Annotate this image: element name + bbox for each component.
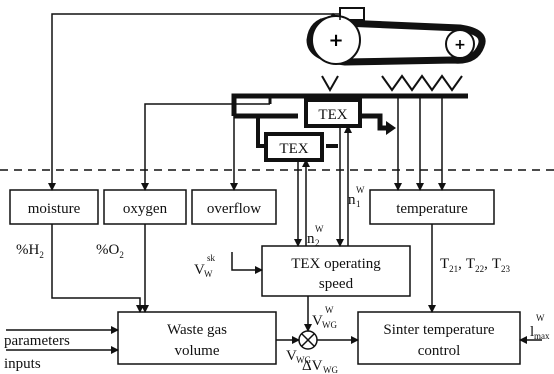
summing-junction (298, 330, 318, 350)
vw-sk-sub: W (204, 269, 213, 279)
vw-sk-sup: sk (207, 253, 216, 263)
return-wheel-plus-icon: + (454, 37, 466, 53)
moisture-label: moisture (28, 201, 81, 217)
h2-label: %H2 (16, 242, 44, 260)
n2-sub: 2 (315, 238, 320, 248)
tex-speed-label-line1: TEX operating (291, 256, 381, 272)
arrow-to-oxygen (141, 103, 270, 191)
tex-unit-bottom (264, 132, 324, 162)
return-wheel (445, 29, 475, 59)
temperature-label: temperature (396, 201, 468, 217)
windboxes-right (381, 74, 463, 92)
waste-gas-duct (231, 93, 468, 148)
waste-gas-label-line1: Waste gas (167, 322, 227, 338)
sinter-temp-label-line2: control (418, 343, 461, 359)
delta-vwg-label: ΔV (302, 358, 323, 374)
drive-wheel (311, 15, 361, 65)
vwg-label: V (286, 348, 297, 364)
arrow-h2-to-waste (51, 224, 144, 313)
duct-outlet-arrow (386, 121, 396, 135)
windbox-left (321, 75, 339, 93)
vwg-setpoint-sup: W (325, 305, 334, 315)
arrow-to-moisture (48, 13, 341, 191)
temperatures-label: T21,T22,T23 (440, 256, 511, 274)
signal-labels: %H2 %O2 V W sk n 2 W n 1 W T21,T22,T23 V… (4, 185, 550, 374)
vwg-setpoint-sub: WG (322, 320, 337, 330)
tex-speed-box (261, 245, 411, 297)
vwg-sub: WG (296, 355, 311, 365)
overflow-box (191, 189, 277, 225)
n2-label: n (307, 231, 315, 247)
tex-unit-bottom-label: TEX (279, 141, 308, 157)
tex-unit-top-label: TEX (318, 107, 347, 123)
duct-main (231, 93, 468, 116)
inputs-label: inputs (4, 356, 41, 372)
parameters-label: parameters (4, 333, 70, 349)
waste-gas-box (117, 311, 277, 365)
waste-gas-label-line2: volume (175, 343, 220, 359)
lmax-label: l (530, 324, 534, 340)
duct-branch-bottom (256, 116, 266, 148)
temperature-box (369, 189, 495, 225)
o2-label: %O2 (96, 242, 124, 260)
tex-unit-top (304, 98, 362, 128)
conveyor-belt (306, 16, 486, 66)
arrow-vwsk-to-speed (231, 252, 263, 274)
n1-label: n (348, 192, 356, 208)
vwg-setpoint-label: V (312, 313, 323, 329)
n1-sub: 1 (356, 199, 361, 209)
n1-sup: W (356, 185, 365, 195)
tex-speed-label-line2: speed (319, 276, 354, 292)
lmax-sub: max (534, 331, 550, 341)
signal-lines (6, 13, 542, 354)
overflow-label: overflow (207, 201, 261, 217)
delta-vwg-sub: WG (323, 365, 338, 374)
sinter-temp-label-line1: Sinter temperature (383, 322, 495, 338)
duct-from-tex-top (358, 113, 386, 131)
sinter-machine: + + (306, 7, 486, 93)
n2-sup: W (315, 224, 324, 234)
drive-wheel-plus-icon: + (328, 30, 343, 51)
lmax-sup: W (536, 313, 545, 323)
vw-sk-label: V (194, 262, 205, 278)
oxygen-label: oxygen (123, 201, 168, 217)
